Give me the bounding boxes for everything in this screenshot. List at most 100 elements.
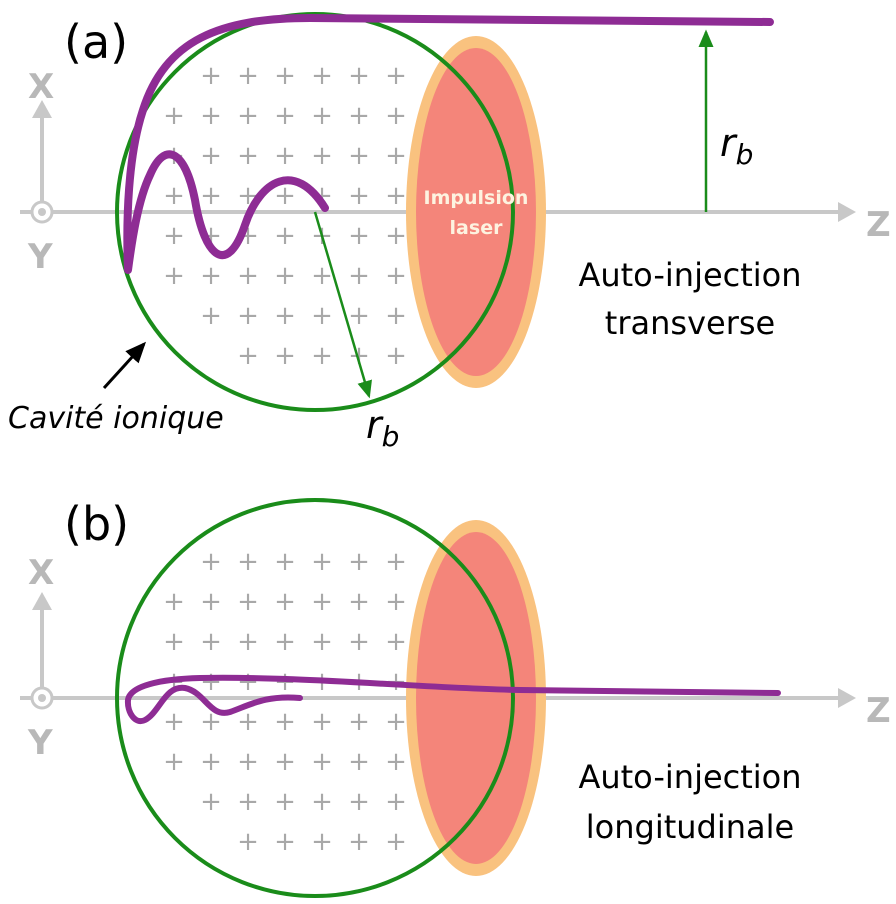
ion-plus-sign: + bbox=[274, 547, 296, 577]
ion-plus-sign: + bbox=[163, 261, 185, 291]
cavity-pointer-arrow bbox=[102, 341, 147, 390]
ion-plus-sign: + bbox=[311, 707, 333, 737]
ion-plus-sign: + bbox=[163, 587, 185, 617]
ion-plus-sign: + bbox=[200, 181, 222, 211]
ion-plus-sign: + bbox=[385, 707, 407, 737]
ion-plus-sign: + bbox=[311, 141, 333, 171]
axis-x-label: X bbox=[28, 67, 54, 107]
ion-plus-sign: + bbox=[311, 587, 333, 617]
laser-label-line2: laser bbox=[450, 217, 504, 239]
ion-plus-sign: + bbox=[311, 547, 333, 577]
ion-plus-sign: + bbox=[311, 627, 333, 657]
ion-plus-sign: + bbox=[200, 101, 222, 131]
ion-plus-sign: + bbox=[274, 787, 296, 817]
electron-trajectory-b bbox=[124, 674, 781, 725]
ion-plus-sign: + bbox=[200, 141, 222, 171]
ion-plus-sign: + bbox=[348, 547, 370, 577]
ion-plus-sign: + bbox=[348, 627, 370, 657]
ion-plus-sign: + bbox=[385, 141, 407, 171]
ion-plus-sign: + bbox=[200, 747, 222, 777]
axis-y-label: Y bbox=[27, 723, 53, 763]
ion-plus-sign: + bbox=[274, 827, 296, 857]
axis-z-label: Z bbox=[866, 205, 891, 245]
ion-plus-sign: + bbox=[200, 61, 222, 91]
ion-plus-sign: + bbox=[348, 261, 370, 291]
ion-plus-sign: + bbox=[311, 301, 333, 331]
radius-arrow-diagonal bbox=[313, 211, 372, 399]
ion-plus-sign: + bbox=[274, 587, 296, 617]
panel-a-label: (a) bbox=[64, 15, 128, 69]
laser-pulse-a bbox=[406, 36, 546, 388]
panel-a: X Y Z ++++++++++++++++++++++++++++++++++… bbox=[8, 12, 891, 453]
ion-plus-sign: + bbox=[385, 261, 407, 291]
radius-label-bottom: rb bbox=[366, 403, 399, 453]
caption-a-line2: transverse bbox=[605, 304, 775, 342]
ion-plus-sign: + bbox=[348, 747, 370, 777]
ion-plus-sign: + bbox=[163, 707, 185, 737]
ion-plus-sign: + bbox=[237, 547, 259, 577]
ion-plus-sign: + bbox=[348, 101, 370, 131]
ion-plus-sign: + bbox=[237, 707, 259, 737]
panel-b: X Y Z + + + + + + + + + + + + + + + + + + + + + + + + + + + + + + + + + +… bbox=[20, 497, 891, 898]
ion-plus-sign: + bbox=[385, 101, 407, 131]
ion-plus-sign: + bbox=[200, 547, 222, 577]
ion-plus-sign: + bbox=[311, 787, 333, 817]
ion-plus-sign: + bbox=[311, 181, 333, 211]
laser-label-line1: Impulsion bbox=[424, 187, 529, 209]
ion-plus-sign: + bbox=[200, 301, 222, 331]
ion-plus-sign: + bbox=[200, 667, 222, 697]
ion-plus-sign: + bbox=[311, 261, 333, 291]
ion-plus-sign: + bbox=[163, 627, 185, 657]
ion-plus-sign: + bbox=[385, 747, 407, 777]
ion-plus-sign: + bbox=[385, 627, 407, 657]
ion-plus-sign: + bbox=[237, 827, 259, 857]
ion-plus-sign: + bbox=[274, 707, 296, 737]
ion-plus-sign: + bbox=[163, 747, 185, 777]
ion-plus-sign: + bbox=[200, 261, 222, 291]
ion-plus-sign: + bbox=[237, 587, 259, 617]
ion-plus-sign: + bbox=[348, 181, 370, 211]
caption-b-line1: Auto-injection bbox=[578, 758, 801, 796]
ion-plus-sign: + bbox=[348, 141, 370, 171]
ion-plus-sign: + bbox=[385, 341, 407, 371]
ion-plus-sign: + bbox=[200, 787, 222, 817]
ion-plus-sign: + bbox=[274, 301, 296, 331]
caption-b-line2: longitudinale bbox=[586, 808, 794, 846]
ion-plus-sign: + bbox=[274, 747, 296, 777]
axis-x-label: X bbox=[28, 553, 54, 593]
ion-plus-sign: + bbox=[311, 61, 333, 91]
axes-b: X Y Z bbox=[20, 553, 891, 763]
ion-plus-sign: + bbox=[237, 667, 259, 697]
ion-plus-sign: + bbox=[311, 341, 333, 371]
ion-plus-sign: + bbox=[348, 587, 370, 617]
panel-b-label: (b) bbox=[64, 497, 129, 551]
ion-plus-sign: + bbox=[385, 221, 407, 251]
cavity-label: Cavité ionique bbox=[8, 401, 224, 436]
ion-plus-sign: + bbox=[237, 261, 259, 291]
ion-plus-sign: + bbox=[237, 101, 259, 131]
ion-plus-sign: + bbox=[200, 627, 222, 657]
caption-a-line1: Auto-injection bbox=[578, 256, 801, 294]
ion-plus-sign: + bbox=[274, 101, 296, 131]
ion-plus-sign: + bbox=[237, 61, 259, 91]
ion-plus-sign: + bbox=[311, 827, 333, 857]
ion-plus-sign: + bbox=[200, 707, 222, 737]
ion-plus-sign: + bbox=[274, 61, 296, 91]
ion-plus-sign: + bbox=[274, 141, 296, 171]
ion-plus-sign: + bbox=[237, 747, 259, 777]
ion-plus-sign: + bbox=[163, 101, 185, 131]
radius-label-right: rb bbox=[720, 121, 753, 171]
ion-plus-sign: + bbox=[163, 221, 185, 251]
axis-z-label: Z bbox=[866, 691, 891, 731]
ion-plus-sign: + bbox=[237, 141, 259, 171]
ion-plus-sign: + bbox=[348, 787, 370, 817]
ion-plus-sign: + bbox=[348, 301, 370, 331]
ion-plus-sign: + bbox=[237, 787, 259, 817]
ion-plus-sign: + bbox=[163, 181, 185, 211]
ion-plus-sign: + bbox=[348, 61, 370, 91]
electron-trajectory-a bbox=[123, 14, 774, 274]
ion-plus-sign: + bbox=[274, 221, 296, 251]
ion-plus-sign: + bbox=[237, 301, 259, 331]
ion-plus-sign: + bbox=[385, 787, 407, 817]
